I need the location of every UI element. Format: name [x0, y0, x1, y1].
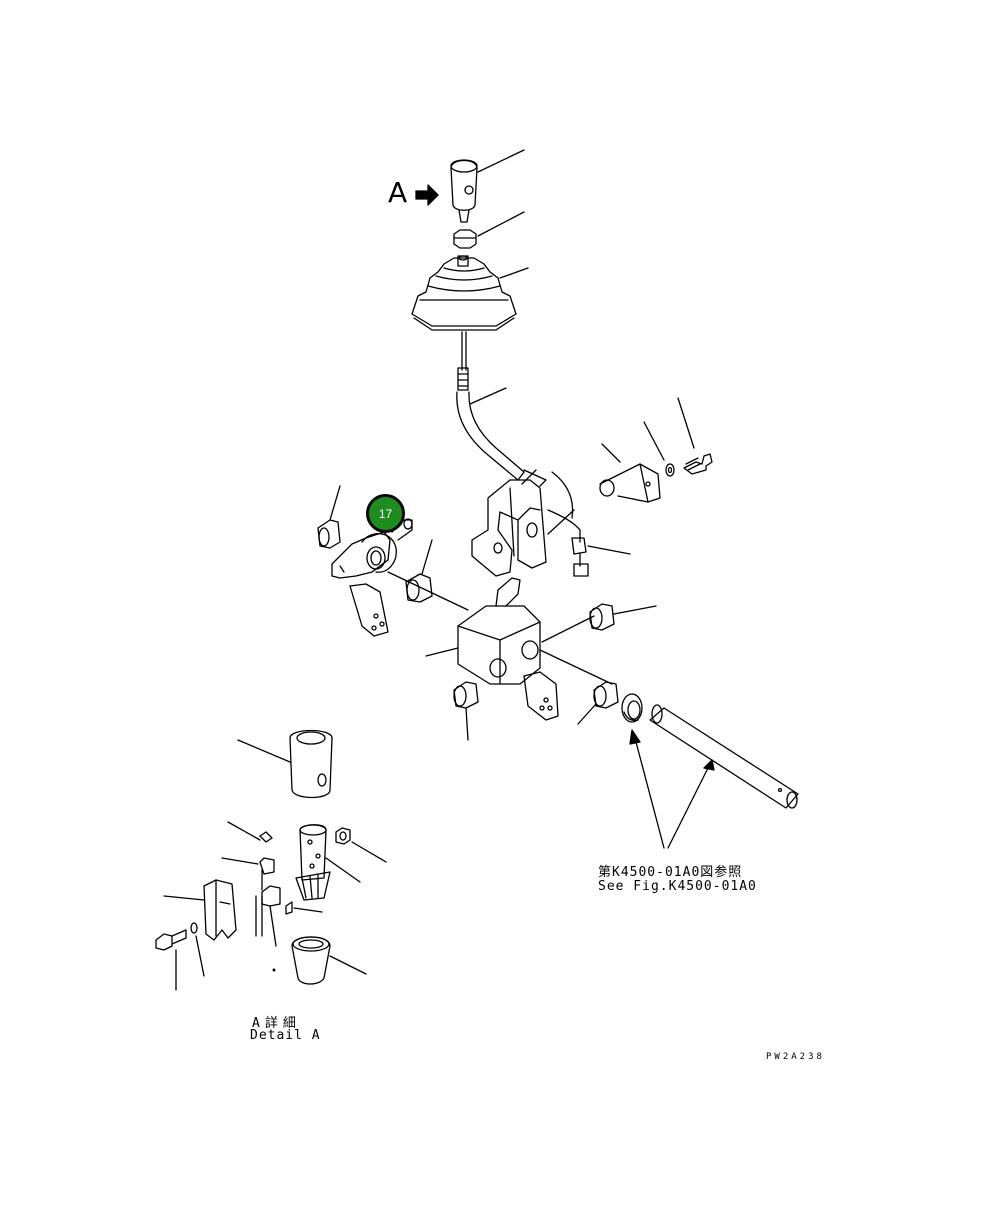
detail-microswitch	[255, 885, 323, 947]
view-letter-label: A	[388, 176, 408, 209]
limit-switch	[547, 471, 631, 577]
lever-bracket	[471, 469, 547, 577]
detail-caption-jp: A詳細	[252, 1016, 301, 1031]
part-callout-17[interactable]: 17	[366, 494, 405, 533]
detail-boot-cap	[291, 936, 367, 985]
bushing-right-top	[589, 603, 657, 631]
detail-cover	[163, 879, 237, 941]
detail-screw	[155, 929, 187, 991]
lever-nut	[453, 211, 525, 249]
drawing-code: PW2A238	[766, 1052, 825, 1062]
detail-hex-nut	[335, 827, 387, 863]
lever-boot	[411, 255, 529, 331]
reference-arrows	[629, 729, 715, 849]
snap-ring	[621, 693, 643, 723]
bushing-bottom-right	[577, 681, 619, 725]
bushing-mid-left	[405, 539, 433, 603]
pivot-pin	[599, 443, 661, 503]
detail-knob	[237, 729, 333, 799]
pin-bolt	[677, 397, 713, 475]
lever-rod	[456, 331, 525, 481]
lever-knob	[450, 149, 525, 223]
lever-plate	[331, 518, 413, 637]
bushing-bottom-left	[453, 681, 479, 741]
detail-dot	[272, 968, 276, 972]
detail-small-clip	[227, 821, 273, 843]
cross-shaft	[649, 704, 799, 809]
detail-terminal	[221, 857, 275, 891]
cross-shaft-axis	[387, 571, 613, 685]
pin-washer	[643, 421, 675, 477]
reference-note-en: See Fig.K4500-01A0	[598, 879, 757, 894]
detail-switch-body	[295, 824, 361, 901]
center-housing	[425, 577, 595, 721]
reference-note-jp: 第K4500-01A0図参照	[598, 865, 743, 880]
detail-washer	[190, 922, 205, 977]
view-a-arrow-icon	[415, 184, 439, 206]
bushing-left-top	[317, 485, 341, 549]
detail-caption-en: Detail A	[250, 1028, 321, 1043]
